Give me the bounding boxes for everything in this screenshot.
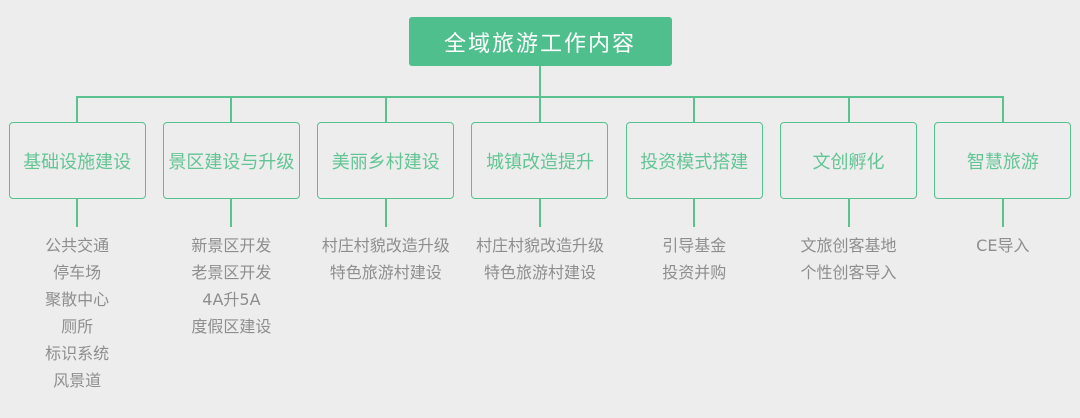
root-node: 全域旅游工作内容 bbox=[408, 17, 672, 66]
leaf-item: 公共交通 bbox=[45, 236, 110, 255]
connector-line bbox=[154, 96, 309, 122]
leaf-item: 村庄村貌改造升级 bbox=[475, 236, 604, 255]
branch-column-infrastructure: 基础设施建设 公共交通停车场聚散中心厕所标识系统风景道 bbox=[0, 96, 155, 394]
root-row: 全域旅游工作内容 bbox=[0, 0, 1080, 66]
connector-line bbox=[308, 96, 464, 122]
connector-line bbox=[771, 96, 926, 122]
branch-node: 智慧旅游 bbox=[934, 122, 1072, 199]
branch-column-beautiful-village: 美丽乡村建设 村庄村貌改造升级特色旅游村建设 bbox=[308, 96, 464, 394]
connector-line bbox=[462, 96, 618, 122]
branch-column-cultural-creative: 文创孵化 文旅创客基地个性创客导入 bbox=[771, 96, 926, 394]
branch-stem-line bbox=[693, 199, 696, 227]
root-label: 全域旅游工作内容 bbox=[443, 31, 636, 57]
branch-label: 美丽乡村建设 bbox=[331, 151, 440, 173]
branch-column-town-upgrade: 城镇改造提升 村庄村貌改造升级特色旅游村建设 bbox=[462, 96, 618, 394]
leaf-item: CE导入 bbox=[976, 236, 1030, 255]
branch-label: 智慧旅游 bbox=[966, 151, 1039, 173]
branch-column-smart-tourism: 智慧旅游 CE导入 bbox=[925, 96, 1080, 394]
connector-line bbox=[925, 96, 1080, 122]
branch-stem-line bbox=[1001, 199, 1004, 227]
leaf-item: 村庄村貌改造升级 bbox=[321, 236, 450, 255]
branch-label: 城镇改造提升 bbox=[485, 151, 594, 173]
branch-stem-line bbox=[847, 199, 850, 227]
branch-column-scenic-area: 景区建设与升级 新景区开发老景区开发 4A升5A 度假区建设 bbox=[154, 96, 309, 394]
leaf-list: 引导基金投资并购 bbox=[617, 227, 771, 286]
branch-node: 投资模式搭建 bbox=[625, 122, 763, 199]
leaf-item: 风景道 bbox=[53, 371, 102, 390]
leaf-item: 停车场 bbox=[53, 263, 102, 282]
branch-node: 文创孵化 bbox=[780, 122, 918, 199]
branch-node: 景区建设与升级 bbox=[162, 122, 300, 199]
connector-line bbox=[617, 96, 772, 122]
branch-stem-line bbox=[384, 199, 387, 227]
leaf-list: 新景区开发老景区开发 4A升5A 度假区建设 bbox=[154, 227, 308, 340]
leaf-item: 个性创客导入 bbox=[800, 263, 897, 282]
leaf-item: 新景区开发 bbox=[191, 236, 272, 255]
leaf-item: 投资并购 bbox=[662, 263, 727, 282]
leaf-item: 特色旅游村建设 bbox=[329, 263, 442, 282]
branches-row: 基础设施建设 公共交通停车场聚散中心厕所标识系统风景道 景区建设与升级 新景区开… bbox=[0, 96, 1080, 394]
branch-stem-line bbox=[230, 199, 233, 227]
branch-label: 基础设施建设 bbox=[23, 151, 132, 173]
leaf-list: 村庄村貌改造升级特色旅游村建设 bbox=[309, 227, 463, 286]
connector-line bbox=[0, 96, 155, 122]
leaf-list: 村庄村貌改造升级特色旅游村建设 bbox=[463, 227, 617, 286]
leaf-list: CE导入 bbox=[926, 227, 1080, 259]
leaf-item: 文旅创客基地 bbox=[800, 236, 897, 255]
root-connector-line bbox=[539, 66, 541, 96]
branch-node: 美丽乡村建设 bbox=[317, 122, 455, 199]
leaf-item: 度假区建设 bbox=[191, 317, 272, 336]
branch-node: 基础设施建设 bbox=[8, 122, 146, 199]
leaf-list: 文旅创客基地个性创客导入 bbox=[771, 227, 925, 286]
leaf-item: 标识系统 bbox=[45, 344, 110, 363]
leaf-item: 老景区开发 bbox=[191, 263, 272, 282]
leaf-item: 聚散中心 bbox=[45, 290, 110, 309]
branch-label: 文创孵化 bbox=[812, 151, 885, 173]
branch-stem-line bbox=[538, 199, 541, 227]
leaf-list: 公共交通停车场聚散中心厕所标识系统风景道 bbox=[0, 227, 154, 394]
leaf-item: 特色旅游村建设 bbox=[483, 263, 596, 282]
branch-node: 城镇改造提升 bbox=[471, 122, 609, 199]
leaf-item: 4A升5A bbox=[202, 290, 261, 309]
leaf-item: 厕所 bbox=[61, 317, 94, 336]
branch-label: 投资模式搭建 bbox=[640, 151, 749, 173]
branch-label: 景区建设与升级 bbox=[168, 151, 295, 173]
branch-stem-line bbox=[76, 199, 79, 227]
leaf-item: 引导基金 bbox=[662, 236, 727, 255]
branch-column-investment-model: 投资模式搭建 引导基金投资并购 bbox=[617, 96, 772, 394]
